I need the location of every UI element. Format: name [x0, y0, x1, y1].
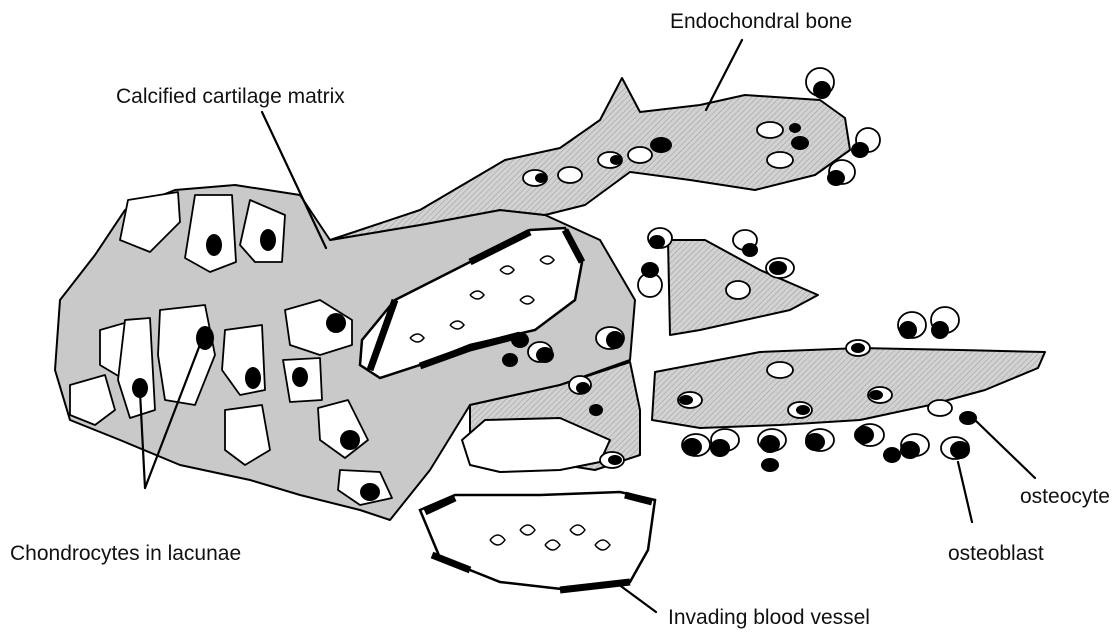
- leader-osteocyte: [975, 420, 1035, 478]
- label-osteocyte: osteocyte: [1020, 485, 1110, 508]
- label-endochondral-bone: Endochondral bone: [670, 10, 852, 33]
- label-invading-blood-vessel: Invading blood vessel: [668, 606, 870, 629]
- bone-plate-right: [652, 348, 1045, 428]
- label-osteoblast: osteoblast: [948, 542, 1044, 565]
- leader-osteoblast: [958, 462, 972, 522]
- label-calcified-cartilage-matrix: Calcified cartilage matrix: [116, 85, 345, 108]
- leader-invading-blood-vessel: [618, 584, 656, 612]
- invading-blood-vessel: [420, 492, 655, 590]
- label-chondrocytes-in-lacunae: Chondrocytes in lacunae: [10, 542, 241, 565]
